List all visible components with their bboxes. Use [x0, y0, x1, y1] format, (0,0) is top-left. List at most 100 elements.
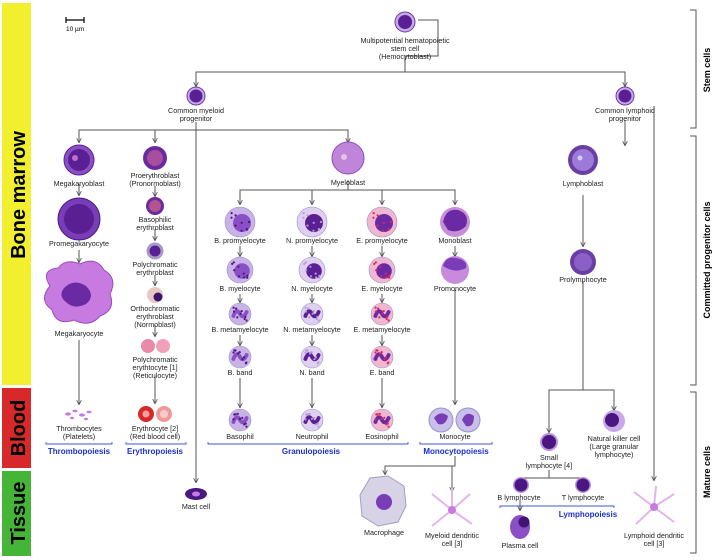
monocyte-label: Monocyte: [439, 432, 470, 441]
mature-cells-label: Mature cells: [702, 446, 712, 498]
cell-basophilic-erythroblast: [146, 197, 164, 215]
mast-cell-label: Mast cell: [182, 502, 211, 511]
stem-bracket: [690, 9, 697, 129]
basophilic-label-2: erythroblast: [136, 223, 174, 232]
nk-label-3: lymphocyte): [595, 450, 634, 459]
blood-bar: [2, 388, 31, 468]
cell-b-lymphocyte: [513, 477, 529, 493]
e-promyelocyte-label: E. promyelocyte: [356, 236, 408, 245]
cell-polychromatic-erythroblast: [146, 242, 164, 260]
cell-n-n-promyelocyte: [296, 206, 328, 238]
promonocyte-label: Promonocyte: [434, 284, 476, 293]
erythrocyte-label-1: Erythrocyte [2]: [132, 424, 178, 433]
cell-n-n-band: [300, 345, 324, 369]
stem-cells-label: Stem cells: [702, 48, 712, 93]
neutrophil-label: Neutrophil: [296, 432, 329, 441]
thrombocytes-label-2: (Platelets): [63, 432, 95, 441]
cell-e-e-myelocyte: [368, 256, 396, 284]
cell-lymphoid-dendritic: [633, 485, 675, 525]
committed-cells-label: Committed progenitor cells: [702, 201, 712, 318]
cell-myeloblast: [331, 141, 365, 175]
erythrocyte-label-2: (Red blood cell): [130, 432, 180, 441]
promegakaryocyte-label: Promegakaryocyte: [49, 239, 109, 248]
cell-megakaryoblast: [63, 144, 95, 176]
e-myelocyte-label: E. myelocyte: [361, 284, 402, 293]
t-lymphocyte-label: T lymphocyte: [562, 493, 605, 502]
b-promyelocyte-label: B. promyelocyte: [214, 236, 266, 245]
n-metamyelocyte-label: N. metamyelocyte: [283, 325, 341, 334]
cell-erythrocyte: [138, 406, 172, 422]
bone-marrow-label: Bone marrow: [8, 131, 30, 259]
orthochromatic-label-3: (Normoblast): [134, 320, 176, 329]
cell-hemocytoblast: [394, 11, 416, 33]
myeloid-dc-label-2: cell [3]: [442, 539, 463, 548]
cell-proerythroblast: [143, 146, 167, 170]
b-myelocyte-label: B. myelocyte: [219, 284, 260, 293]
cell-natural-killer: [603, 410, 625, 432]
cell-promonocyte: [441, 256, 469, 284]
lymphoid-dc-label-2: cell [3]: [644, 539, 665, 548]
hsc-label-2: stem cell: [391, 44, 420, 53]
granulopoiesis-label: Granulopoiesis: [282, 447, 341, 456]
basophilic-label-1: Basophilic: [139, 215, 172, 224]
cell-myeloid-dendritic: [431, 488, 473, 527]
clp-label-2: progenitor: [609, 114, 642, 123]
n-band-label: N. band: [299, 368, 324, 377]
lymphopoiesis-bracket: [499, 505, 615, 508]
scale-bar-label: 10 µm: [66, 26, 84, 33]
cell-e-eosinophil: [370, 408, 394, 432]
cell-small-lymphocyte: [540, 433, 558, 451]
cell-reticulocyte: [141, 339, 170, 353]
committed-bracket: [690, 135, 697, 386]
cell-megakaryocyte: [44, 260, 114, 324]
hsc-label-3: (Hemocytoblast): [379, 52, 431, 61]
cell-b-b-promyelocyte: [224, 206, 256, 238]
nk-label-1: Natural killer cell: [588, 434, 641, 443]
thrombopoiesis-bracket: [45, 442, 113, 445]
b-lymphocyte-label: B lymphocyte: [497, 493, 540, 502]
cell-n-n-metamyelocyte: [300, 302, 324, 326]
myeloid-dc-label-1: Myeloid dendritic: [425, 531, 479, 540]
cell-platelets: [65, 409, 92, 421]
thrombopoiesis-label: Thrombopoiesis: [48, 447, 111, 456]
cmp-label-1: Common myeloid: [168, 106, 224, 115]
reticulocyte-label-3: (Reticulocyte): [133, 371, 177, 380]
cell-macrophage: [359, 475, 407, 527]
scale-bar: [65, 17, 85, 23]
small-lymphocyte-label-1: Small: [540, 453, 558, 462]
cell-n-n-myelocyte: [298, 256, 326, 284]
cell-mast: [185, 488, 207, 500]
small-lymphocyte-label-2: lymphocyte [4]: [526, 461, 572, 470]
granulopoiesis-bracket: [207, 442, 409, 445]
monocytopoiesis-label: Monocytopoiesis: [423, 447, 489, 456]
hsc-label-1: Multipotential hematopoietic: [360, 36, 450, 45]
blood-label: Blood: [8, 400, 30, 457]
e-band-label: E. band: [370, 368, 395, 377]
orthochromatic-label-2: erythroblast: [136, 312, 174, 321]
cell-plasma: [510, 515, 530, 539]
cell-e-e-metamyelocyte: [370, 302, 394, 326]
cell-b-b-band: [228, 345, 252, 369]
cell-e-e-promyelocyte: [366, 206, 398, 238]
erythropoiesis-label: Erythropoiesis: [127, 447, 184, 456]
tissue-bar: [2, 471, 31, 556]
myeloblast-label: Myeloblast: [331, 178, 365, 187]
reticulocyte-label-2: erythtocyte [1]: [132, 363, 177, 372]
orthochromatic-label-1: Orthochromatic: [130, 304, 180, 313]
e-metamyelocyte-label: E. metamyelocyte: [353, 325, 410, 334]
cmp-label-2: progenitor: [180, 114, 213, 123]
proerythroblast-label-1: Proerythroblast: [131, 171, 180, 180]
macrophage-label: Macrophage: [364, 528, 404, 537]
polychromatic-label-2: erythroblast: [136, 268, 174, 277]
cell-monoblast: [440, 207, 470, 237]
megakaryocyte-label: Megakaryocyte: [55, 329, 104, 338]
basophil-label: Basophil: [226, 432, 254, 441]
nk-label-2: (Large granular: [589, 442, 639, 451]
lymphoid-dc-label-1: Lymphoid dendritic: [624, 531, 684, 540]
monocytopoiesis-bracket: [419, 442, 493, 445]
b-metamyelocyte-label: B. metamyelocyte: [211, 325, 268, 334]
bone-marrow-bar: [2, 3, 31, 385]
n-promyelocyte-label: N. promyelocyte: [286, 236, 338, 245]
n-myelocyte-label: N. myelocyte: [291, 284, 333, 293]
